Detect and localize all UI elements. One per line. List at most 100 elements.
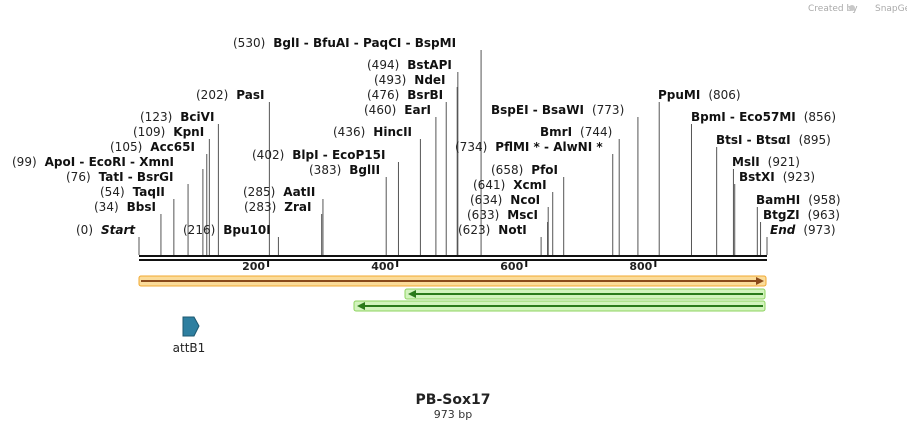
enzyme-name[interactable]: ZraI — [284, 200, 311, 214]
site-label[interactable]: (202)PasI — [196, 88, 264, 102]
site-label[interactable]: (436)HincII — [333, 125, 412, 139]
site-label[interactable]: (76) TatI - BsrGI — [66, 170, 173, 184]
enzyme-name[interactable]: TaqII — [133, 185, 165, 199]
site-label[interactable]: (216)Bpu10I — [183, 223, 271, 237]
site-position: (623) — [458, 223, 490, 237]
enzyme-name[interactable]: Eco57MI — [739, 110, 796, 124]
site-label[interactable]: (123)BciVI — [140, 110, 214, 124]
site-position: (402) — [252, 148, 284, 162]
enzyme-name[interactable]: Bpu10I — [223, 223, 270, 237]
feature-arrow-icon[interactable] — [182, 316, 200, 337]
site-label[interactable]: BpmI - Eco57MI(856) — [691, 110, 836, 124]
enzyme-name[interactable]: PpuMI — [658, 88, 700, 102]
enzyme-name[interactable]: BamHI — [756, 193, 800, 207]
sequence-backbone — [139, 255, 767, 261]
site-label[interactable]: (105) Acc65I — [110, 140, 195, 154]
enzyme-name[interactable]: BspMI — [415, 36, 456, 50]
enzyme-name[interactable]: BglII — [349, 163, 380, 177]
enzyme-name[interactable]: XcmI — [513, 178, 546, 192]
site-label[interactable]: (633)MscI — [467, 208, 538, 222]
site-label[interactable]: (734)PflMI * - AlwNI * — [455, 140, 603, 154]
site-position: (493) — [374, 73, 406, 87]
site-label[interactable]: (34) BbsI — [94, 200, 156, 214]
site-label[interactable]: BtgZI(963) — [763, 208, 840, 222]
site-label[interactable]: (658)PfoI — [491, 163, 558, 177]
site-label[interactable]: (54)TaqII — [100, 185, 165, 199]
enzyme-name[interactable]: BglI — [273, 36, 299, 50]
enzyme-name[interactable]: End — [770, 223, 796, 237]
enzyme-name[interactable]: PaqCI — [363, 36, 401, 50]
enzyme-name[interactable]: NcoI — [510, 193, 540, 207]
site-label[interactable]: BspEI - BsaWI(773) — [491, 103, 624, 117]
enzyme-name[interactable]: XmnI — [139, 155, 174, 169]
enzyme-name[interactable]: BsaWI — [542, 103, 584, 117]
enzyme-name[interactable]: PfoI — [531, 163, 558, 177]
site-label[interactable]: (99)ApoI - EcoRI - XmnI — [12, 155, 174, 169]
enzyme-name[interactable]: HincII — [373, 125, 412, 139]
enzyme-name[interactable]: BsrBI — [407, 88, 443, 102]
site-position: (76) — [66, 170, 91, 184]
enzyme-name[interactable]: BbsI — [127, 200, 156, 214]
site-position: (641) — [473, 178, 505, 192]
site-label[interactable]: (283)ZraI — [244, 200, 311, 214]
site-label[interactable]: (623) NotI — [458, 223, 527, 237]
site-label[interactable]: BtsI - BtsαI(895) — [716, 133, 831, 147]
site-label[interactable]: (285)AatII — [243, 185, 315, 199]
site-label[interactable]: (634)NcoI — [470, 193, 540, 207]
enzyme-name[interactable]: AatII — [283, 185, 315, 199]
site-label[interactable]: PpuMI(806) — [658, 88, 741, 102]
site-label[interactable]: End(973) — [770, 223, 836, 237]
site-position: (383) — [309, 163, 341, 177]
feature-attB1[interactable]: attB1 — [173, 316, 206, 355]
enzyme-name[interactable]: BciVI — [180, 110, 214, 124]
enzyme-name[interactable]: MslI — [732, 155, 760, 169]
enzyme-name[interactable]: MscI — [507, 208, 538, 222]
enzyme-name[interactable]: BspEI — [491, 103, 529, 117]
site-label[interactable]: (641) XcmI — [473, 178, 547, 192]
site-position: (34) — [94, 200, 119, 214]
enzyme-name[interactable]: BlpI — [292, 148, 318, 162]
site-label[interactable]: BstXI(923) — [739, 170, 815, 184]
site-position: (99) — [12, 155, 37, 169]
site-label[interactable]: (476)BsrBI — [367, 88, 443, 102]
enzyme-name[interactable]: NotI — [498, 223, 527, 237]
site-label[interactable]: (0)Start — [76, 223, 136, 237]
site-position: (105) — [110, 140, 142, 154]
enzyme-name[interactable]: Start — [101, 223, 136, 237]
site-label[interactable]: (402)BlpI - EcoP15I — [252, 148, 385, 162]
enzyme-name[interactable]: BtgZI — [763, 208, 800, 222]
site-label[interactable]: (494)BstAPI — [367, 58, 452, 72]
site-label[interactable]: MslI(921) — [732, 155, 800, 169]
enzyme-name[interactable]: BtsαI — [756, 133, 791, 147]
credit-logo-text: SnapGene — [875, 4, 907, 14]
enzyme-name[interactable]: TatI — [99, 170, 124, 184]
enzyme-name[interactable]: BmrI — [540, 125, 572, 139]
enzyme-name[interactable]: PflMI * — [495, 140, 540, 154]
enzyme-name[interactable]: BfuAI — [313, 36, 350, 50]
enzyme-name[interactable]: BstXI — [739, 170, 775, 184]
enzyme-name[interactable]: AlwNI * — [553, 140, 603, 154]
site-label[interactable]: (530)BglI - BfuAI - PaqCI - BspMI — [233, 36, 456, 50]
site-label[interactable]: (493) NdeI — [374, 73, 446, 87]
enzyme-name[interactable]: ApoI — [45, 155, 76, 169]
enzyme-name[interactable]: BsrGI — [137, 170, 174, 184]
site-label[interactable]: (109)KpnI — [133, 125, 204, 139]
enzyme-name[interactable]: PasI — [236, 88, 264, 102]
enzyme-name[interactable]: NdeI — [414, 73, 445, 87]
enzyme-name[interactable]: EcoP15I — [332, 148, 386, 162]
snapgene-logo-icon — [849, 5, 855, 11]
enzyme-name[interactable]: KpnI — [173, 125, 204, 139]
enzyme-name[interactable]: EarI — [404, 103, 431, 117]
site-label[interactable]: BmrI(744) — [540, 125, 612, 139]
site-position: (460) — [364, 103, 396, 117]
site-separator: - — [124, 170, 137, 184]
enzyme-name[interactable]: BtsI — [716, 133, 743, 147]
enzyme-name[interactable]: EcoRI — [89, 155, 126, 169]
orfs-layer[interactable] — [138, 275, 767, 312]
site-label[interactable]: (383) BglII — [309, 163, 380, 177]
enzyme-name[interactable]: BstAPI — [407, 58, 452, 72]
site-label[interactable]: BamHI(958) — [756, 193, 841, 207]
enzyme-name[interactable]: BpmI — [691, 110, 726, 124]
enzyme-name[interactable]: Acc65I — [150, 140, 195, 154]
site-label[interactable]: (460) EarI — [364, 103, 431, 117]
